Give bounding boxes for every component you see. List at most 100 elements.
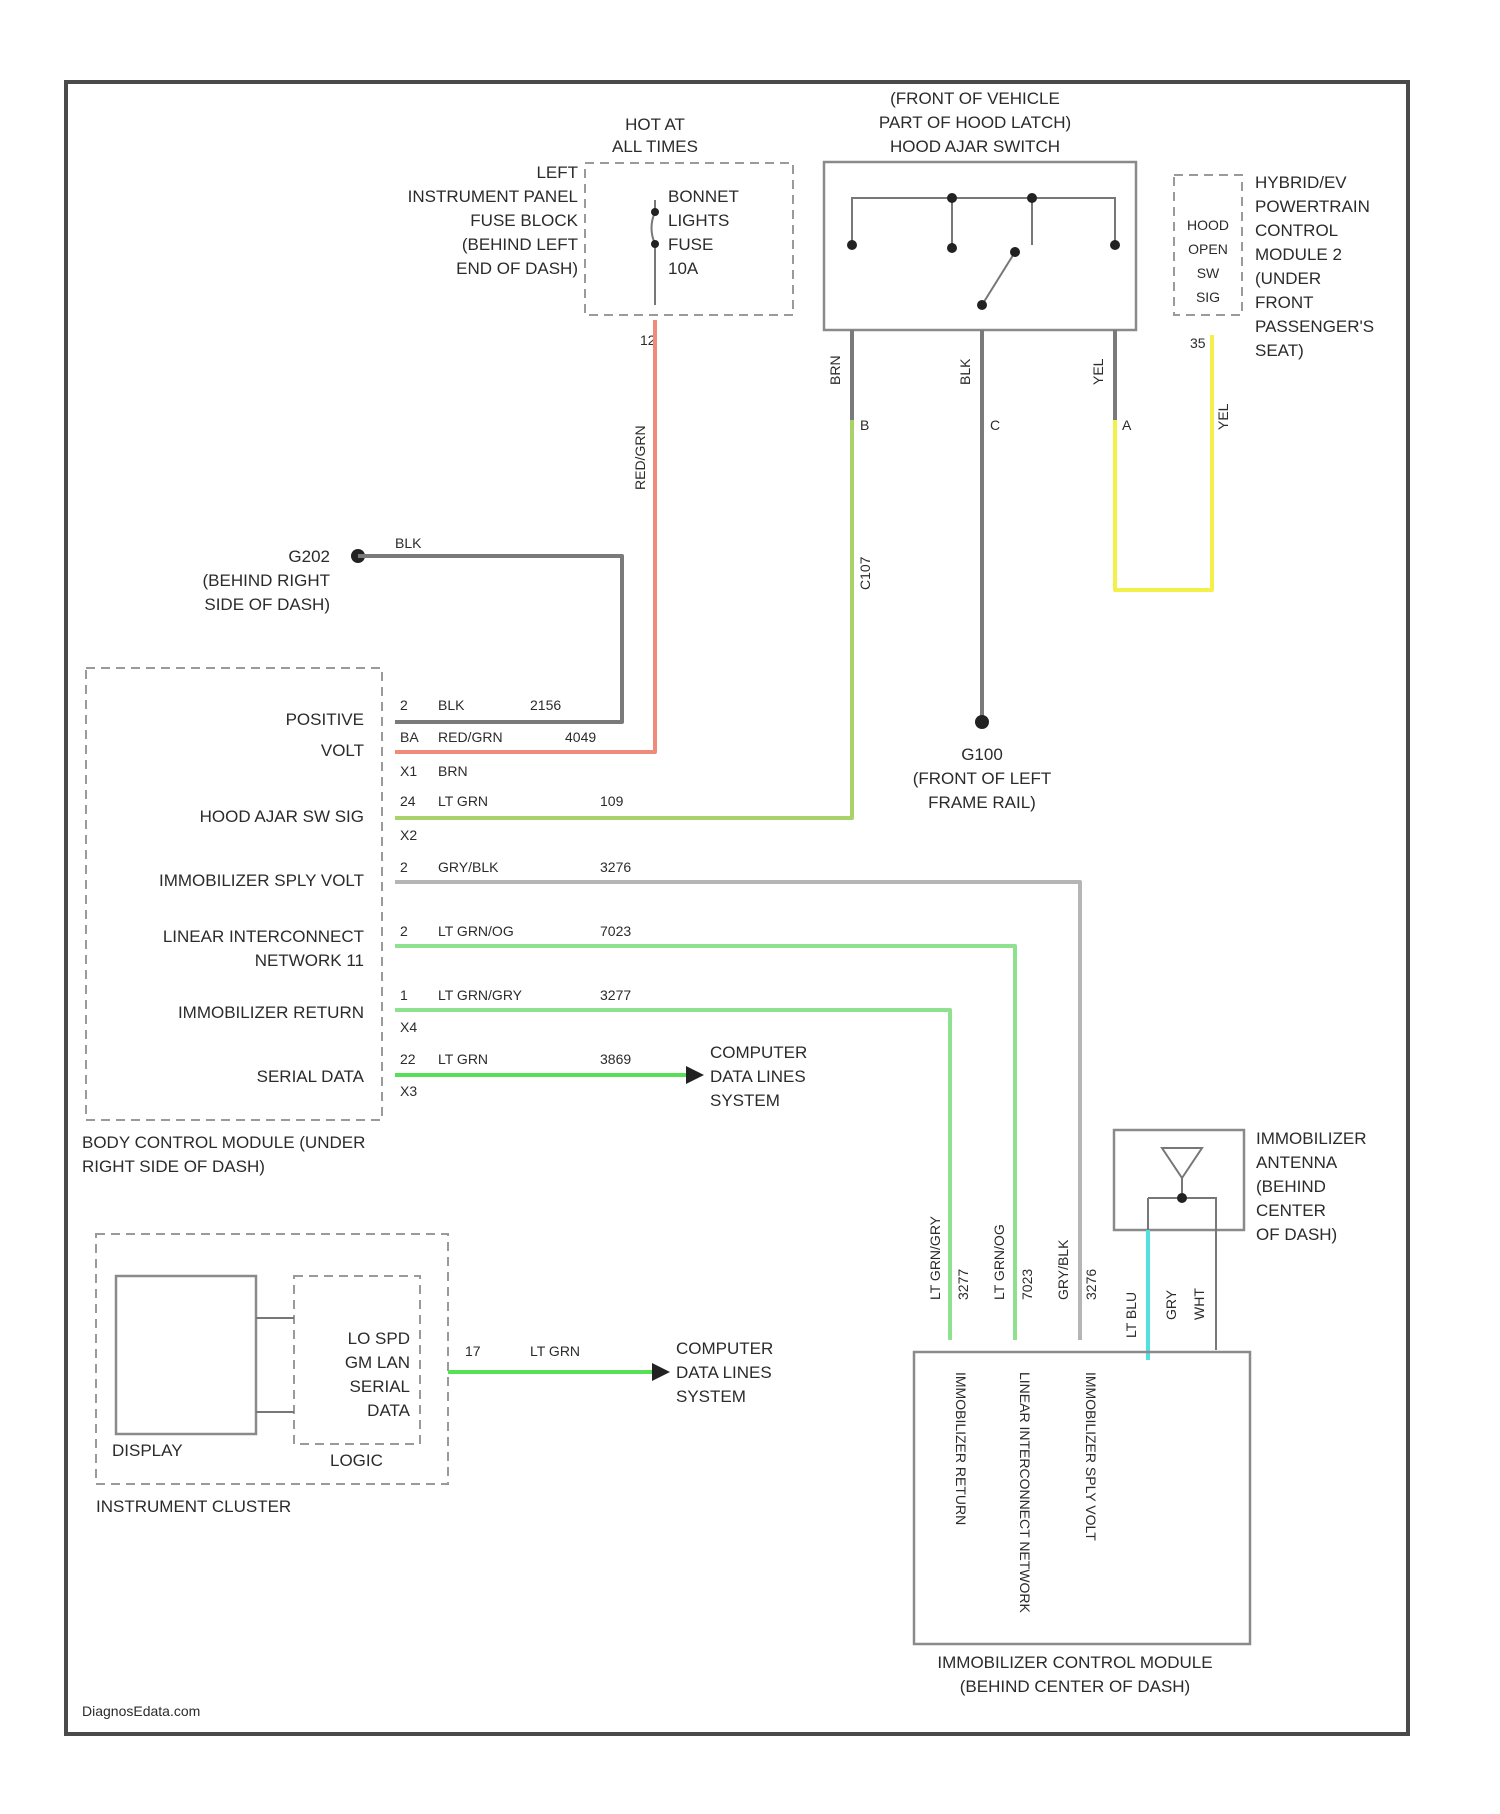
hybrid-pcm-inner-1: HOOD xyxy=(1187,217,1229,233)
computer-data-lines-2: COMPUTER DATA LINES SYSTEM xyxy=(676,1339,773,1406)
cluster-wire-label: LT GRN xyxy=(530,1343,580,1359)
icm-pin-3: IMMOBILIZER SPLY VOLT xyxy=(1083,1372,1099,1541)
hood-switch-yel-label: YEL xyxy=(1090,358,1106,385)
bcm-wire-gryblk: GRY/BLK xyxy=(438,859,499,875)
body-control-module: BODY CONTROL MODULE (UNDER RIGHT SIDE OF… xyxy=(82,668,631,1176)
fuse-label-2: LIGHTS xyxy=(668,211,729,230)
cluster-serial-arrow xyxy=(652,1363,670,1381)
fuse-label-4: 10A xyxy=(668,259,699,278)
fuse-block-label-2: INSTRUMENT PANEL xyxy=(408,187,578,206)
fuse-label-1: BONNET xyxy=(668,187,739,206)
bcm-circuit-2156: 2156 xyxy=(530,697,561,713)
icm-circuit-3: 3276 xyxy=(1083,1269,1099,1300)
cluster-pin: 17 xyxy=(465,1343,481,1359)
bcm-circuit-3869: 3869 xyxy=(600,1051,631,1067)
hood-switch-splice: C107 xyxy=(857,556,873,590)
hood-switch-node-7 xyxy=(1110,240,1120,250)
hood-switch-contact xyxy=(982,252,1015,305)
fuse-block: HOT AT ALL TIMES LEFT INSTRUMENT PANEL F… xyxy=(408,115,793,348)
hybrid-pcm-label-4: MODULE 2 xyxy=(1255,245,1342,264)
hood-switch-title-3: HOOD AJAR SWITCH xyxy=(890,137,1060,156)
instrument-cluster: DISPLAY LOGIC LO SPD GM LAN SERIAL DATA … xyxy=(96,1234,580,1516)
bcm-pin-volt: BA xyxy=(400,729,419,745)
fuse-block-label-5: END OF DASH) xyxy=(456,259,578,278)
bcm-circuit-4049: 4049 xyxy=(565,729,596,745)
icm-wire-3: GRY/BLK xyxy=(1055,1239,1071,1300)
cluster-logic-text-1: LO SPD xyxy=(348,1329,410,1348)
antenna-wire-1: LT BLU xyxy=(1123,1292,1139,1338)
bcm-pin-positive: 2 xyxy=(400,697,408,713)
hybrid-pcm-inner-2: OPEN xyxy=(1188,241,1228,257)
hood-switch-pin-b: B xyxy=(860,417,869,433)
diagram-frame xyxy=(66,82,1408,1734)
footer-watermark: DiagnosEdata.com xyxy=(82,1703,200,1719)
hood-switch-pin-c: C xyxy=(990,417,1000,433)
antenna-wire-2: GRY xyxy=(1163,1289,1179,1320)
bcm-wire-ltgrn: LT GRN xyxy=(438,793,488,809)
hybrid-pcm-inner-3: SW xyxy=(1197,265,1220,281)
hot-at-label-1: HOT AT xyxy=(625,115,685,134)
hood-switch-node-6 xyxy=(977,300,987,310)
bcm-conn-x1: X1 xyxy=(400,763,417,779)
fuse-terminal-bottom xyxy=(651,240,659,248)
cdl1-label-2: DATA LINES xyxy=(710,1067,806,1086)
hybrid-pcm-label-5: (UNDER xyxy=(1255,269,1321,288)
bcm-row-immo-volt: IMMOBILIZER SPLY VOLT xyxy=(159,871,364,890)
g100-label-1: G100 xyxy=(961,745,1003,764)
icm-label-1: IMMOBILIZER CONTROL MODULE xyxy=(937,1653,1212,1672)
antenna-node xyxy=(1177,1193,1187,1203)
red-grn-wire-label: RED/GRN xyxy=(632,425,648,490)
bcm-row-immo-return: IMMOBILIZER RETURN xyxy=(178,1003,364,1022)
icm-circuit-1: 3277 xyxy=(955,1269,971,1300)
bcm-pin-immo-return: 1 xyxy=(400,987,408,1003)
icm-wire-1: LT GRN/GRY xyxy=(927,1215,943,1300)
cluster-logic-label: LOGIC xyxy=(330,1451,383,1470)
bcm-row-volt: VOLT xyxy=(321,741,364,760)
bcm-pin-lin: 2 xyxy=(400,923,408,939)
icm-label-2: (BEHIND CENTER OF DASH) xyxy=(960,1677,1190,1696)
bcm-pin-serial: 22 xyxy=(400,1051,416,1067)
icm-wire-2: LT GRN/OG xyxy=(991,1224,1007,1300)
fuse-block-label-4: (BEHIND LEFT xyxy=(462,235,578,254)
hood-switch-title-1: (FRONT OF VEHICLE xyxy=(890,89,1060,108)
hood-switch-yel-wire xyxy=(1115,335,1212,590)
bcm-row-hood-ajar: HOOD AJAR SW SIG xyxy=(200,807,364,826)
bcm-conn-x4: X4 xyxy=(400,1019,417,1035)
hybrid-pcm-label-7: PASSENGER'S xyxy=(1255,317,1374,336)
fuse-label-3: FUSE xyxy=(668,235,713,254)
bcm-wire-ltgrnog: LT GRN/OG xyxy=(438,923,514,939)
g202-label-2: (BEHIND RIGHT xyxy=(203,571,331,590)
hybrid-pcm-wire-label: YEL xyxy=(1215,403,1231,430)
hybrid-pcm: HOOD OPEN SW SIG HYBRID/EV POWERTRAIN CO… xyxy=(1174,173,1374,430)
immobilizer-antenna: IMMOBILIZER ANTENNA (BEHIND CENTER OF DA… xyxy=(1114,1129,1367,1244)
g100-ground-dot xyxy=(975,715,989,729)
cdl2-label-3: SYSTEM xyxy=(676,1387,746,1406)
cluster-logic-text-3: SERIAL xyxy=(350,1377,410,1396)
g202-ground: G202 (BEHIND RIGHT SIDE OF DASH) BLK xyxy=(203,535,423,614)
hood-switch-node-1 xyxy=(847,240,857,250)
bcm-conn-x2: X2 xyxy=(400,827,417,843)
icm-circuit-2: 7023 xyxy=(1019,1269,1035,1300)
cdl2-label-2: DATA LINES xyxy=(676,1363,772,1382)
antenna-box xyxy=(1114,1130,1244,1230)
bcm-row-lin: LINEAR INTERCONNECT xyxy=(163,927,364,946)
g202-label-3: SIDE OF DASH) xyxy=(204,595,330,614)
icm-pin-1: IMMOBILIZER RETURN xyxy=(953,1372,969,1525)
fuse-block-label-1: LEFT xyxy=(536,163,578,182)
hood-switch-internal xyxy=(852,198,1115,248)
hood-switch-node-5 xyxy=(1010,247,1020,257)
hood-switch-brn-label: BRN xyxy=(827,355,843,385)
fuse-block-label-3: FUSE BLOCK xyxy=(470,211,578,230)
cluster-display-logic-link xyxy=(256,1318,294,1412)
cluster-display-box xyxy=(116,1276,256,1434)
antenna-label-2: ANTENNA xyxy=(1256,1153,1338,1172)
computer-data-lines-1: COMPUTER DATA LINES SYSTEM xyxy=(710,1043,807,1110)
bcm-wire-serial: LT GRN xyxy=(438,1051,488,1067)
hybrid-pcm-pin: 35 xyxy=(1190,335,1206,351)
serial-data-arrow xyxy=(686,1066,704,1084)
bcm-row-serial-data: SERIAL DATA xyxy=(257,1067,365,1086)
antenna-label-5: OF DASH) xyxy=(1256,1225,1337,1244)
bcm-circuit-3276: 3276 xyxy=(600,859,631,875)
bcm-wire-blk: BLK xyxy=(438,697,465,713)
gryblk-wire xyxy=(395,882,1080,1340)
